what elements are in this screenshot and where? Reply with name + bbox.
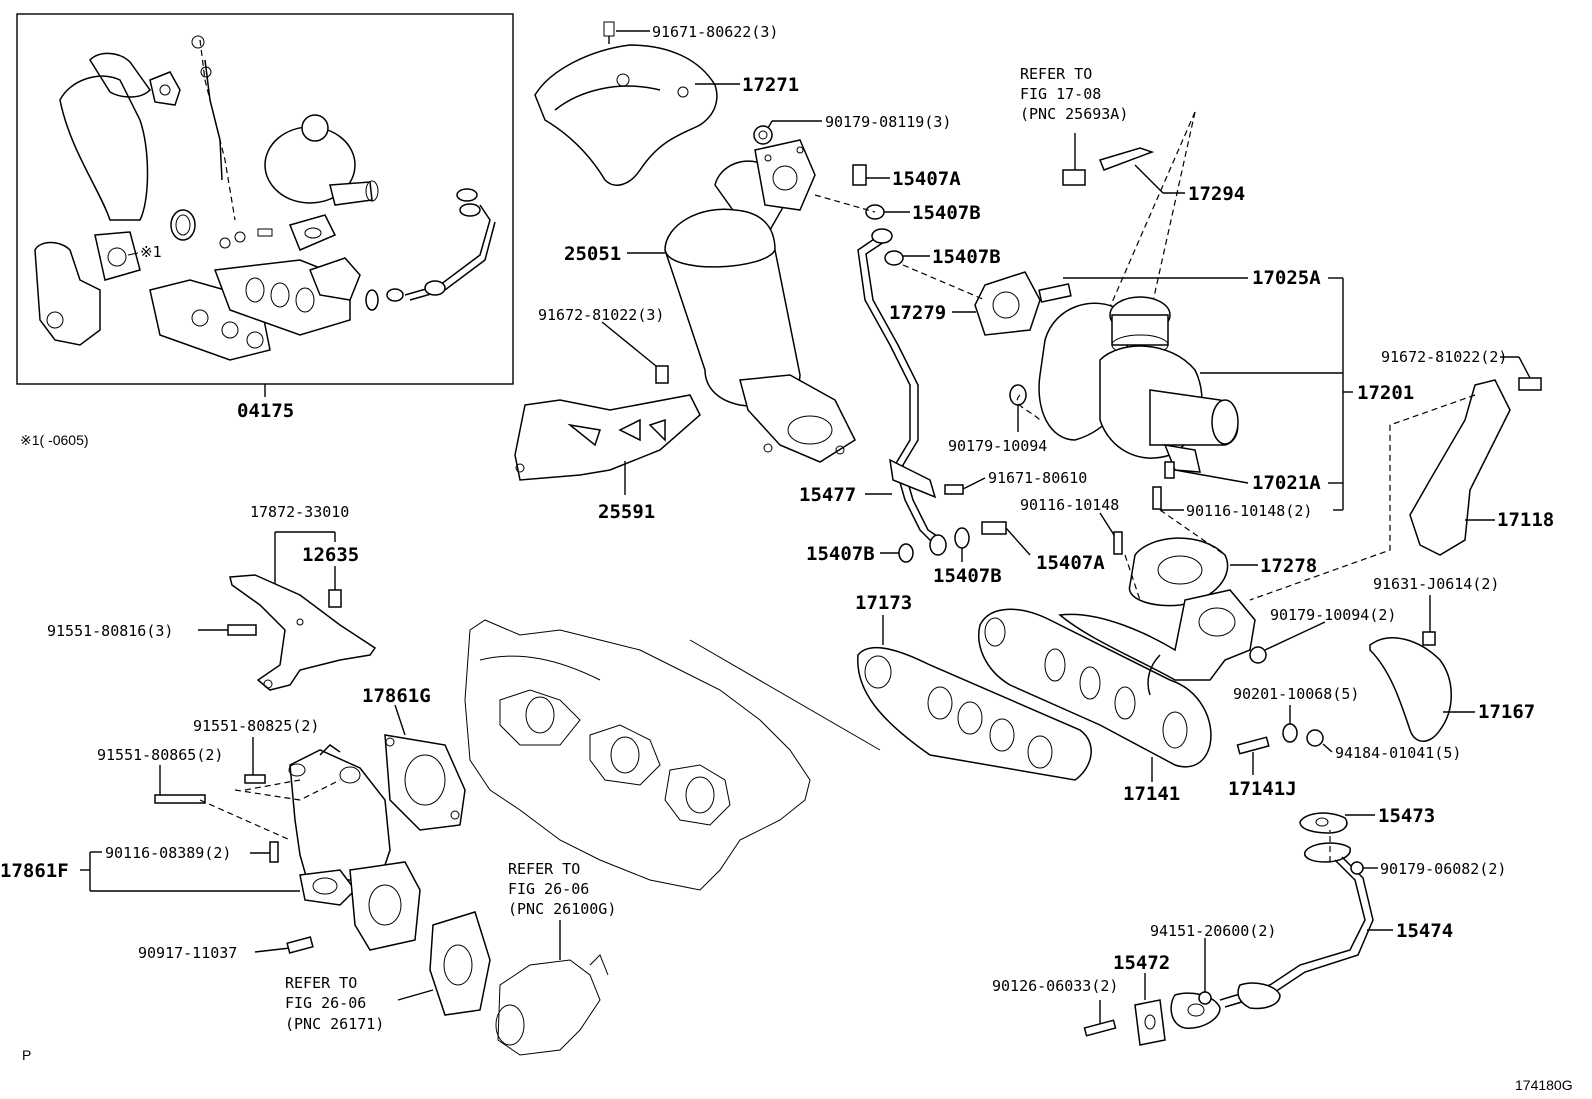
egr-pipe-reference (495, 954, 609, 1056)
part-17861F: 17861F (0, 860, 69, 882)
part-17118: 17118 (1497, 509, 1554, 531)
bracket-25591 (514, 394, 701, 481)
nut-90179-08119 (753, 125, 773, 145)
part-17141: 17141 (1123, 783, 1180, 805)
svg-text:REFER TO: REFER TO (1020, 65, 1092, 83)
bracket-17118 (1409, 379, 1511, 556)
part-17201: 17201 (1357, 382, 1414, 404)
gasket-17279 (974, 271, 1041, 336)
heat-insulator-17167 (1369, 637, 1452, 742)
part-91551-80816: 91551-80816(3) (47, 622, 173, 640)
part-04175: 04175 (237, 400, 294, 422)
exhaust-manifold-17141 (978, 589, 1256, 768)
part-15407B-b: 15407B (932, 246, 1001, 268)
part-90179-06082: 90179-06082(2) (1380, 860, 1506, 878)
part-25051: 25051 (564, 243, 621, 265)
egr-valve-17861F (288, 744, 421, 951)
catalytic-converter-25051 (664, 139, 856, 463)
svg-text:(PNC 26100G): (PNC 26100G) (508, 900, 616, 918)
svg-text:(PNC 25693A): (PNC 25693A) (1020, 105, 1128, 123)
part-90116-10148-2: 90116-10148(2) (1186, 502, 1312, 520)
gasket-17861G (384, 734, 466, 831)
part-17294: 17294 (1188, 183, 1245, 205)
part-90201-10068: 90201-10068(5) (1233, 685, 1359, 703)
refer-note-top: REFER TO FIG 17-08 (PNC 25693A) (1020, 65, 1128, 123)
part-94184-01041: 94184-01041(5) (1335, 744, 1461, 762)
part-94151-20600: 94151-20600(2) (1150, 922, 1276, 940)
part-15477: 15477 (799, 484, 856, 506)
gasket-kit-inset (16, 13, 514, 385)
manifold-gasket-17173 (857, 646, 1092, 781)
part-17141J: 17141J (1228, 778, 1297, 800)
x1-mark: ※1 (140, 243, 162, 261)
part-17861G: 17861G (362, 685, 431, 707)
part-17173: 17173 (855, 592, 912, 614)
cylinder-head-reference (464, 619, 881, 891)
bracket-17872 (229, 574, 377, 691)
svg-text:FIG 17-08: FIG 17-08 (1020, 85, 1101, 103)
part-90917-11037: 90917-11037 (138, 944, 237, 962)
part-91671-80610: 91671-80610 (988, 469, 1087, 487)
part-25591: 25591 (598, 501, 655, 523)
part-91631-J0614: 91631-J0614(2) (1373, 575, 1499, 593)
part-90179-10094-2: 90179-10094(2) (1270, 606, 1396, 624)
turbocharger-17201 (1038, 283, 1239, 479)
part-15407B-c: 15407B (806, 543, 875, 565)
part-90179-08119: 90179-08119(3) (825, 113, 951, 131)
part-90116-08389: 90116-08389(2) (105, 844, 231, 862)
part-17279: 17279 (889, 302, 946, 324)
part-12635: 12635 (302, 544, 359, 566)
part-15407B-a: 15407B (912, 202, 981, 224)
part-17872-33010: 17872-33010 (250, 503, 349, 521)
svg-text:REFER TO: REFER TO (285, 974, 357, 992)
heat-insulator-17271 (534, 21, 718, 186)
part-91671-80622: 91671-80622(3) (652, 23, 778, 41)
bolt-15407A-top (852, 164, 867, 186)
gasket-26171-ref (429, 911, 491, 1016)
part-91672-81022-right: 91672-81022(2) (1381, 348, 1507, 366)
part-15407B-d: 15407B (933, 565, 1002, 587)
part-17278: 17278 (1260, 555, 1317, 577)
part-17021A: 17021A (1252, 472, 1321, 494)
note-x1: ※1( -0605) (20, 432, 89, 448)
refer-note-low: REFER TO FIG 26-06 (PNC 26171) (285, 974, 384, 1033)
part-90116-10148: 90116-10148 (1020, 496, 1119, 514)
part-15472: 15472 (1113, 952, 1170, 974)
part-91551-80865: 91551-80865(2) (97, 746, 223, 764)
gasket-17278 (1128, 537, 1229, 607)
part-90126-06033: 90126-06033(2) (992, 977, 1118, 995)
part-91551-80825: 91551-80825(2) (193, 717, 319, 735)
svg-text:FIG 26-06: FIG 26-06 (508, 880, 589, 898)
oil-pipe-15477 (857, 228, 947, 556)
part-15474: 15474 (1396, 920, 1453, 942)
refer-note-mid: REFER TO FIG 26-06 (PNC 26100G) (508, 860, 616, 918)
svg-text:REFER TO: REFER TO (508, 860, 580, 878)
part-91672-81022-left: 91672-81022(3) (538, 306, 664, 324)
part-15473: 15473 (1378, 805, 1435, 827)
gasket-15473 (1299, 812, 1348, 834)
part-17271: 17271 (742, 74, 799, 96)
gasket-15472 (1134, 999, 1166, 1046)
figure-code: 174180G (1515, 1077, 1573, 1093)
corner-p-label: P (22, 1047, 31, 1063)
part-17167: 17167 (1478, 701, 1535, 723)
part-15407A-lower: 15407A (1036, 552, 1105, 574)
part-15407A-top: 15407A (892, 168, 961, 190)
part-90179-10094: 90179-10094 (948, 437, 1047, 455)
svg-text:FIG 26-06: FIG 26-06 (285, 994, 366, 1012)
svg-text:(PNC 26171): (PNC 26171) (285, 1015, 384, 1033)
part-17025A: 17025A (1252, 267, 1321, 289)
